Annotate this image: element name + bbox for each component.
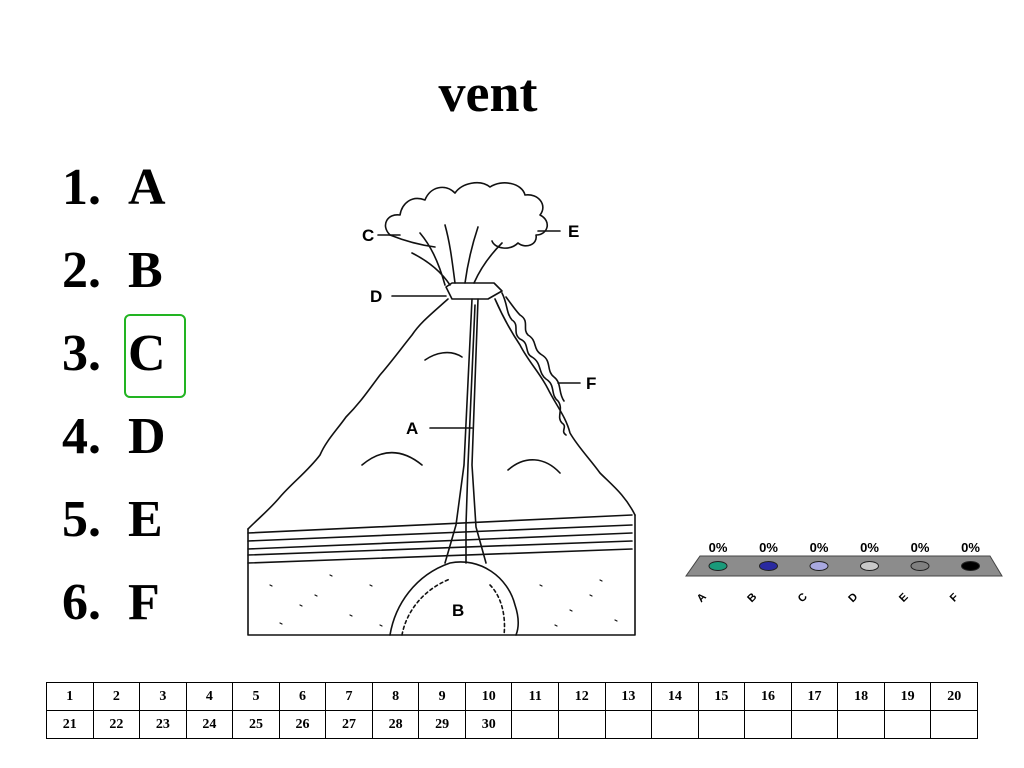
answer-option-c[interactable]: 3. C: [62, 314, 186, 407]
option-letter: C: [124, 314, 186, 398]
option-number: 2.: [62, 242, 101, 299]
poll-percent-a: 0%: [709, 540, 728, 555]
volcano-diagram: C E D A F B: [247, 181, 636, 636]
grid-cell: 29: [418, 710, 466, 739]
label-c: C: [362, 226, 374, 245]
crater: [445, 282, 503, 300]
label-b: B: [452, 601, 464, 620]
ground-box: [247, 514, 636, 636]
poll-marker-d: [860, 561, 879, 571]
label-a: A: [406, 419, 418, 438]
poll-marker-f: [961, 561, 980, 571]
option-letter: F: [128, 574, 160, 631]
poll-label-a: A: [695, 591, 709, 605]
grid-cell: 18: [837, 682, 885, 711]
label-d: D: [370, 287, 382, 306]
grid-cell: 1: [46, 682, 94, 711]
grid-cell: [790, 710, 839, 739]
poll-percent-f: 0%: [961, 540, 980, 555]
grid-cell: 24: [185, 710, 234, 739]
grid-cell: 28: [371, 710, 420, 739]
rock-layer-top: [247, 514, 633, 534]
grid-cell: [837, 710, 885, 739]
poll-label-b: B: [745, 591, 759, 605]
grid-cell: 20: [930, 682, 978, 711]
grid-cell: 15: [697, 682, 746, 711]
grid-cell: 6: [278, 682, 327, 711]
grid-cell: 3: [139, 682, 187, 711]
grid-cell: 25: [232, 710, 280, 739]
poll-percent-b: 0%: [759, 540, 778, 555]
answer-option-b[interactable]: 2. B: [62, 241, 166, 324]
grid-cell: [511, 710, 560, 739]
grid-cell: 8: [371, 682, 420, 711]
grid-cell: 7: [325, 682, 373, 711]
grid-cell: 27: [325, 710, 373, 739]
poll-label-e: E: [897, 591, 911, 605]
grid-cell: 4: [185, 682, 234, 711]
option-number: 1.: [62, 159, 101, 216]
grid-cell: 5: [232, 682, 280, 711]
poll-marker-a: [708, 561, 728, 571]
option-letter: A: [128, 159, 166, 216]
poll-platform: [685, 555, 1003, 577]
poll-percent-e: 0%: [911, 540, 930, 555]
volcano-slope-left: [247, 298, 449, 530]
poll-results: 0% A 0% B 0% C 0% D 0% E 0% F: [685, 540, 1003, 605]
poll-label-f: F: [948, 591, 961, 604]
grid-cell: 12: [558, 682, 606, 711]
option-letter: E: [128, 491, 163, 548]
poll-label-c: C: [796, 591, 810, 605]
grid-cell: [604, 710, 653, 739]
grid-cell: [930, 710, 978, 739]
grid-cell: [883, 710, 932, 739]
label-f: F: [586, 374, 596, 393]
slide-title: vent: [438, 63, 538, 123]
grid-cell: 26: [278, 710, 327, 739]
grid-cell: 30: [464, 710, 513, 739]
grid-cell: 9: [418, 682, 466, 711]
grid-cell: 2: [92, 682, 141, 711]
main-vent: [444, 298, 473, 564]
answer-option-e[interactable]: 5. E: [62, 490, 166, 573]
grid-cell: 19: [883, 682, 932, 711]
grid-cell: 13: [604, 682, 653, 711]
option-number: 5.: [62, 491, 101, 548]
answer-option-f[interactable]: 6. F: [62, 573, 166, 656]
grid-cell: 22: [92, 710, 141, 739]
poll-marker-e: [910, 561, 930, 571]
grid-cell: [744, 710, 792, 739]
grid-cell: 23: [139, 710, 187, 739]
option-number: 3.: [62, 325, 101, 382]
grid-cell: 17: [790, 682, 839, 711]
lava-flow: [501, 292, 567, 436]
poll-percent-d: 0%: [860, 540, 879, 555]
answer-options: 1. A 2. B 3. C 4. D 5. E 6. F: [62, 158, 186, 656]
option-number: 4.: [62, 408, 101, 465]
option-letter: D: [128, 408, 166, 465]
grid-cell: [558, 710, 606, 739]
grid-cell: 21: [46, 710, 94, 739]
poll-marker-b: [759, 561, 778, 571]
grid-cell: 14: [651, 682, 699, 711]
poll-label-d: D: [846, 591, 860, 605]
grid-cell: 11: [511, 682, 560, 711]
grid-cell: [651, 710, 699, 739]
grid-cell: [697, 710, 746, 739]
poll-marker-c: [809, 561, 829, 571]
ash-cloud: [384, 181, 548, 249]
poll-percent-c: 0%: [810, 540, 829, 555]
option-number: 6.: [62, 574, 101, 631]
label-e: E: [568, 222, 579, 241]
grid-cell: 10: [464, 682, 513, 711]
eruption-column: [411, 224, 503, 286]
answer-option-d[interactable]: 4. D: [62, 407, 166, 490]
answer-option-a[interactable]: 1. A: [62, 158, 166, 241]
option-letter: B: [128, 242, 163, 299]
grid-cell: 16: [744, 682, 792, 711]
magma-chamber: [389, 561, 519, 636]
